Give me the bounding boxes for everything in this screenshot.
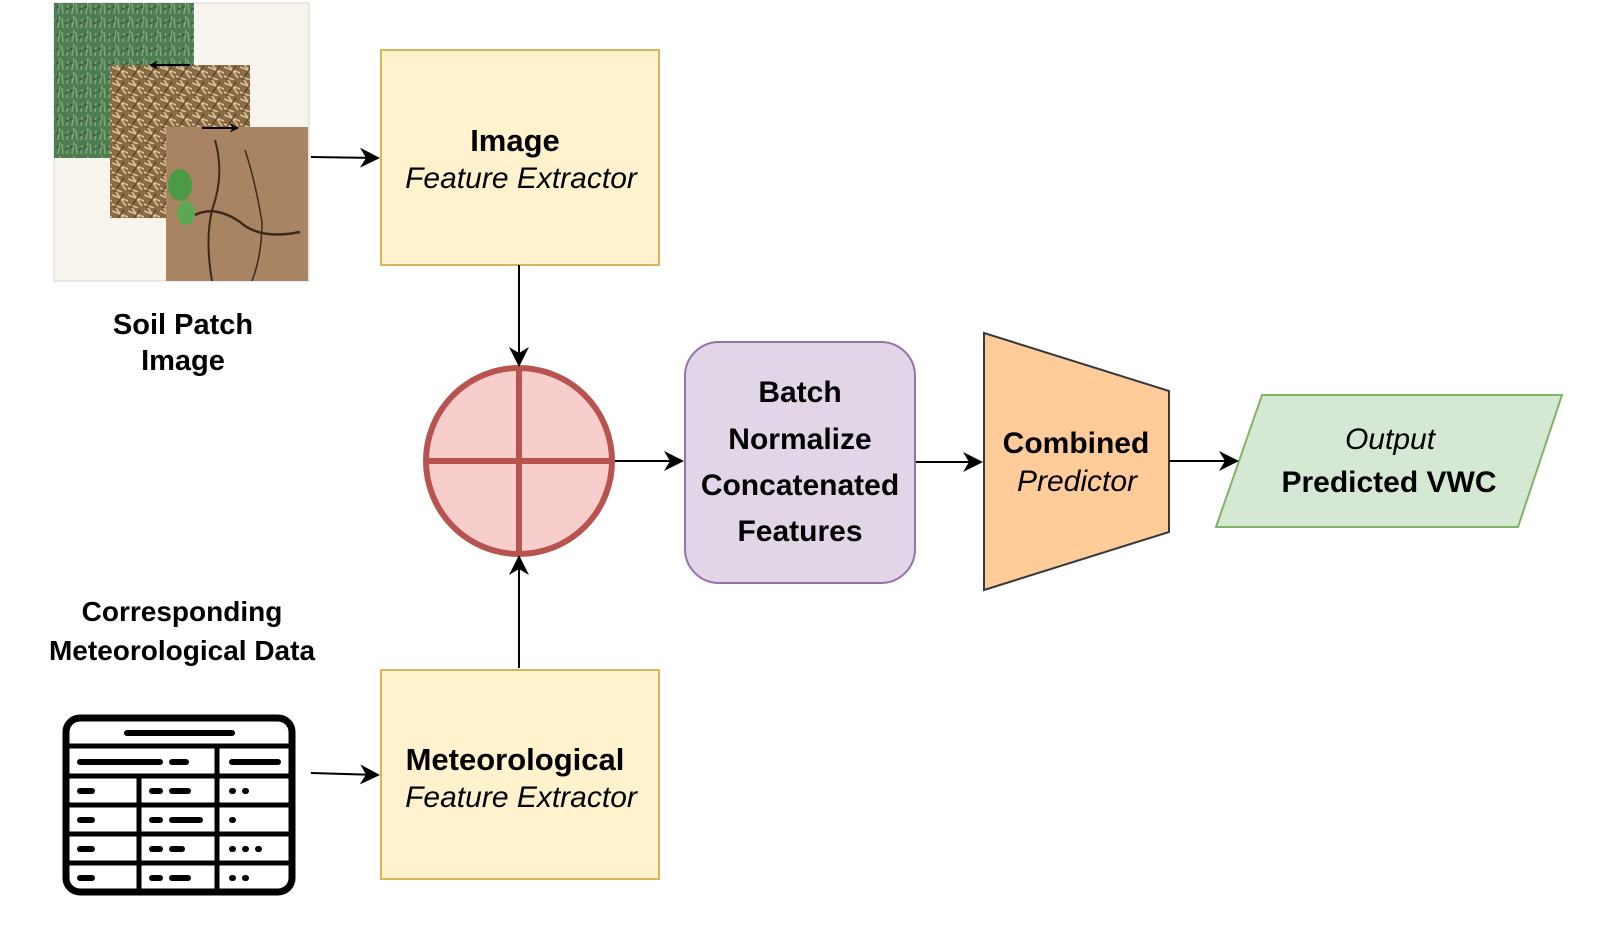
arrow-soil-to-image-extractor [310,147,380,168]
batch-line-1: Batch [758,376,841,409]
image-extractor-subtitle: Feature Extractor [405,162,638,195]
batch-line-2: Normalize [728,423,871,456]
connectors [310,147,1239,785]
met-extractor-subtitle: Feature Extractor [405,781,638,814]
met-feature-extractor-node: Meteorological Feature Extractor [380,669,660,880]
concatenate-circle-icon [423,365,615,557]
output-node: Output Predicted VWC [1214,394,1564,528]
met-data-label-line1: Corresponding [82,596,283,627]
batch-normalize-node: Batch Normalize Concatenated Features [684,341,916,584]
soil-patch-label-line2: Image [141,345,225,377]
batch-line-4: Features [737,515,862,548]
predictor-subtitle: Predictor [1017,465,1138,498]
combined-predictor-node: Combined Predictor [983,331,1170,592]
arrow-table-to-met-extractor [310,764,380,785]
soil-patch-images-icon [53,2,310,282]
soil-patch-label-line1: Soil Patch [113,309,253,341]
predictor-title: Combined [1003,427,1150,460]
output-title: Output [1345,423,1437,456]
data-table-icon [62,714,296,896]
met-data-label-line2: Meteorological Data [49,635,315,666]
batch-line-3: Concatenated [701,469,899,502]
output-subtitle: Predicted VWC [1281,466,1496,499]
image-feature-extractor-node: Image Feature Extractor [380,49,660,266]
image-extractor-title: Image [470,123,560,158]
met-extractor-title: Meteorological [406,742,625,777]
